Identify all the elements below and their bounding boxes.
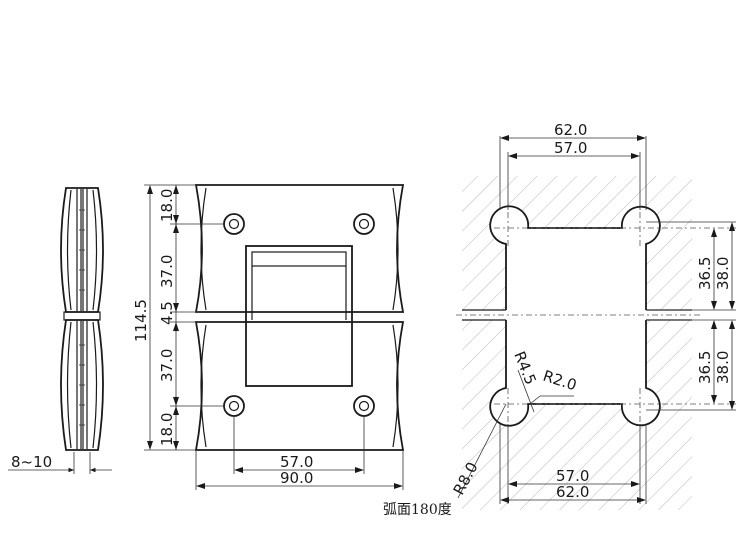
bottom-slot-label: 37.0 <box>158 349 176 382</box>
total-width-label: 90.0 <box>280 469 313 487</box>
lower-inner-height-label: 36.5 <box>696 351 714 384</box>
glass-thickness-label: 8~10 <box>11 453 52 471</box>
top-outer-width-label: 62.0 <box>554 121 587 139</box>
side-view: 8~10 <box>8 187 112 474</box>
lower-outer-height-label: 38.0 <box>714 351 732 384</box>
hole-spacing-label: 57.0 <box>280 453 313 471</box>
top-edge-label: 18.0 <box>158 189 176 222</box>
bottom-outer-width-label: 62.0 <box>556 483 589 501</box>
caption: 弧面180度 <box>383 502 452 518</box>
gap-label: 4.5 <box>158 301 176 325</box>
top-slot-label: 37.0 <box>158 255 176 288</box>
top-inner-width-label: 57.0 <box>554 139 587 157</box>
front-view: 114.5 18.0 37.0 4.5 37.0 18.0 57.0 90.0 <box>132 184 405 490</box>
cutout-view: 62.0 57.0 36.5 38.0 36.5 38.0 R4.5 <box>450 121 736 510</box>
total-height-label: 114.5 <box>132 299 150 342</box>
upper-outer-height-label: 38.0 <box>714 257 732 290</box>
bottom-edge-label: 18.0 <box>158 413 176 446</box>
bottom-inner-width-label: 57.0 <box>556 467 589 485</box>
upper-inner-height-label: 36.5 <box>696 257 714 290</box>
